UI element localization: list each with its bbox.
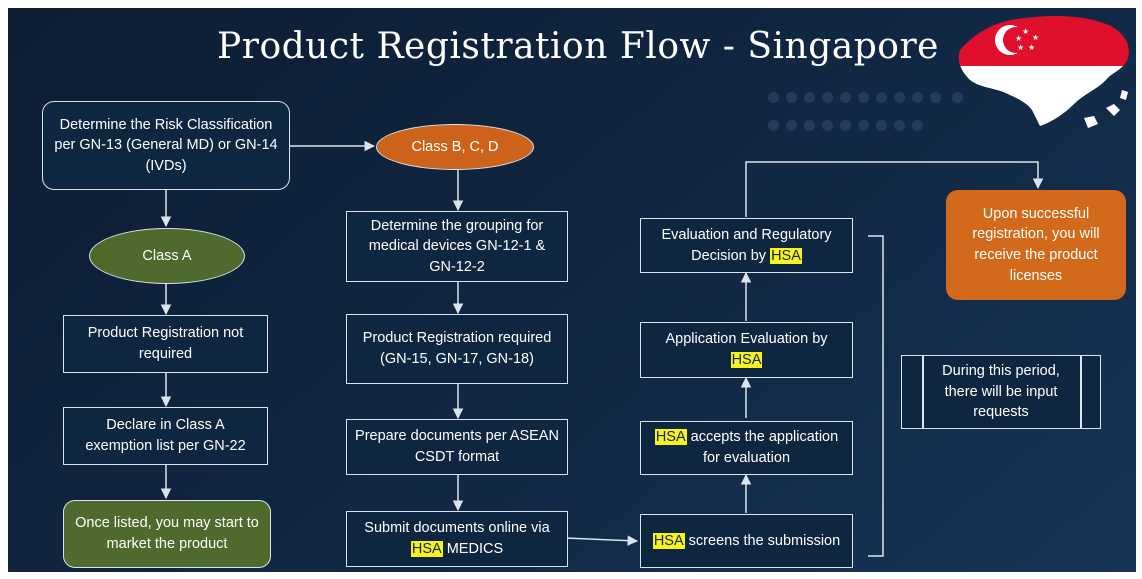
singapore-flag-map-icon: ★ ★ ★ ★ ★ bbox=[958, 16, 1129, 128]
svg-text:★: ★ bbox=[1028, 43, 1035, 52]
accepts-label: accepts the application for evaluation bbox=[690, 429, 839, 466]
screens-text: HSA screens the submission bbox=[652, 531, 841, 552]
eval-decision-label: Evaluation and Regulatory Decision by bbox=[661, 226, 832, 264]
app-eval-text: Application Evaluation by HSA bbox=[665, 329, 828, 370]
during-period-divider-left bbox=[922, 356, 924, 428]
declare-exemption-box: Declare in Class A exemption list per GN… bbox=[63, 407, 268, 465]
during-period-divider-right bbox=[1080, 356, 1082, 428]
success-text: Upon successful registration, you will r… bbox=[972, 205, 1100, 284]
success-box: Upon successful registration, you will r… bbox=[946, 190, 1126, 300]
during-period-box: During this period, there will be input … bbox=[901, 355, 1101, 429]
class-a-oval: Class A bbox=[89, 228, 245, 284]
class-a-label: Class A bbox=[142, 248, 192, 264]
hsa-highlight: HSA bbox=[730, 352, 763, 368]
hsa-highlight: HSA bbox=[652, 532, 685, 549]
once-listed-box: Once listed, you may start to market the… bbox=[63, 500, 271, 568]
reg-not-required-text: Product Registration not required bbox=[87, 325, 244, 362]
submit-docs-box: Submit documents online via HSA MEDICS bbox=[346, 511, 568, 567]
accepts-box: HSA accepts the application for evaluati… bbox=[640, 421, 853, 475]
screens-label: screens the submission bbox=[688, 532, 841, 549]
page-title: Product Registration Flow - Singapore bbox=[217, 26, 939, 67]
prepare-docs-text: Prepare documents per ASEAN CSDT format bbox=[355, 428, 559, 465]
screens-box: HSA screens the submission bbox=[640, 514, 853, 568]
arrow-evaldecision-to-success bbox=[745, 161, 1044, 217]
eval-decision-box: Evaluation and Regulatory Decision by HS… bbox=[640, 218, 853, 273]
decorative-dots-icon bbox=[768, 92, 978, 148]
prepare-docs-box: Prepare documents per ASEAN CSDT format bbox=[346, 419, 568, 475]
accepts-text: HSA accepts the application for evaluati… bbox=[649, 427, 844, 468]
svg-text:★: ★ bbox=[1032, 33, 1039, 42]
class-bcd-label: Class B, C, D bbox=[411, 139, 499, 155]
reg-required-text: Product Registration required bbox=[362, 330, 552, 347]
during-period-text: During this period, there will be input … bbox=[942, 363, 1060, 421]
submit-docs-text: Submit documents online via HSA MEDICS bbox=[364, 518, 550, 559]
reg-required-guidelines: (GN-15, GN-17, GN-18) bbox=[380, 351, 534, 367]
grouping-box: Determine the grouping for medical devic… bbox=[346, 211, 568, 282]
diagram-canvas: Product Registration Flow - Singapore ★ … bbox=[8, 8, 1136, 572]
hsa-highlight: HSA bbox=[410, 541, 443, 557]
class-bcd-oval: Class B, C, D bbox=[376, 124, 534, 170]
once-listed-text: Once listed, you may start to market the… bbox=[75, 515, 259, 552]
reg-required-box: Product Registration required (GN-15, GN… bbox=[346, 314, 568, 384]
grouping-text: Determine the grouping for medical devic… bbox=[368, 217, 546, 275]
app-eval-box: Application Evaluation by HSA bbox=[640, 322, 853, 378]
risk-classification-box: Determine the Risk Classification per GN… bbox=[42, 101, 290, 190]
risk-classification-text: Determine the Risk Classification per GN… bbox=[54, 116, 278, 174]
svg-text:★: ★ bbox=[1022, 27, 1029, 36]
svg-text:★: ★ bbox=[1017, 43, 1024, 52]
reg-not-required-box: Product Registration not required bbox=[63, 315, 268, 373]
declare-exemption-text: Declare in Class A exemption list per GN… bbox=[85, 417, 246, 454]
svg-text:★: ★ bbox=[1015, 34, 1022, 43]
bracket-evaluation-period bbox=[868, 235, 884, 557]
connector-lines bbox=[160, 140, 1044, 557]
submit-docs-post: MEDICS bbox=[446, 541, 504, 557]
eval-decision-text: Evaluation and Regulatory Decision by HS… bbox=[649, 225, 844, 266]
arrow-submit-to-screens bbox=[564, 535, 639, 546]
submit-docs-pre: Submit documents online via bbox=[364, 520, 550, 537]
app-eval-label: Application Evaluation by bbox=[665, 331, 828, 348]
hsa-highlight: HSA bbox=[654, 429, 687, 446]
hsa-highlight: HSA bbox=[770, 247, 802, 264]
